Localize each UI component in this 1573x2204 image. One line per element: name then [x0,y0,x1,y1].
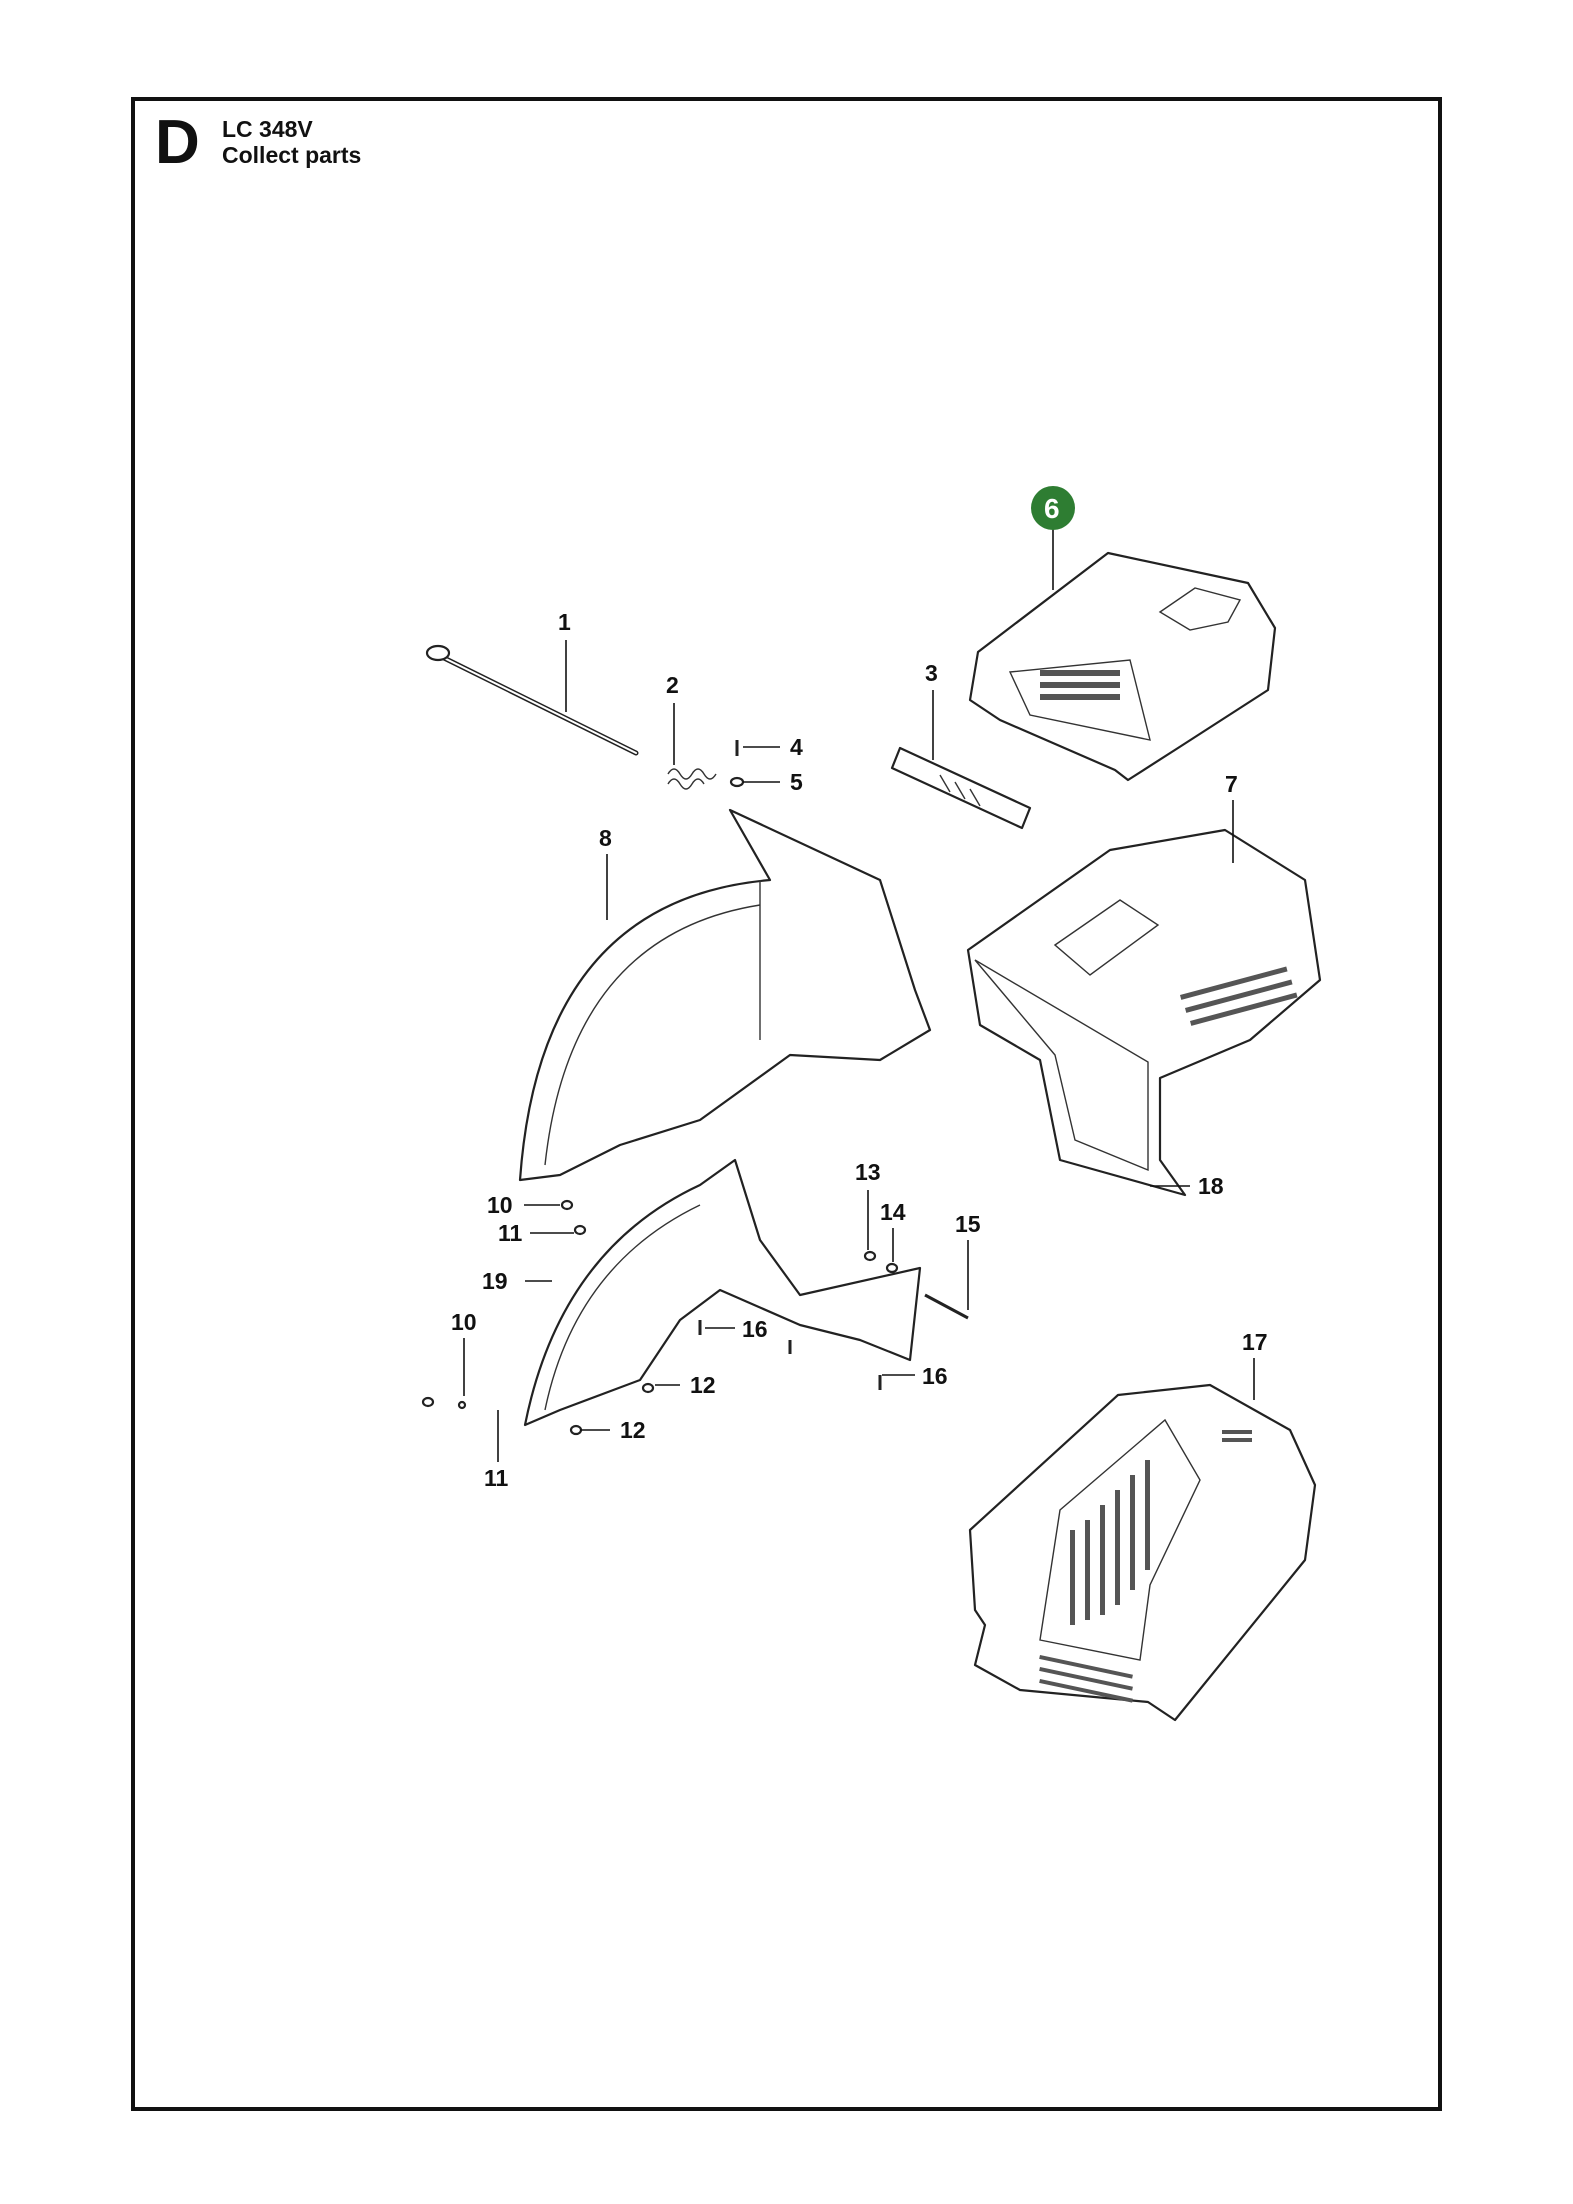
highlight-badge [1031,486,1075,530]
part-handle-grip [890,746,1032,830]
page-title: Collect parts [222,142,362,168]
part-rod [425,644,639,756]
part-lower-chute [523,1158,922,1427]
callout-16-right: 16 [922,1363,948,1389]
callout-6: 6 [1044,493,1060,524]
model-name: LC 348V [222,116,313,142]
callout-10-upper: 10 [487,1192,513,1218]
callout-12-upper: 12 [690,1372,716,1398]
section-letter: D [155,108,200,177]
part-screw-washer [729,740,745,788]
callout-19: 19 [482,1268,508,1294]
callout-15: 15 [955,1211,981,1237]
callout-11-lower: 11 [484,1465,509,1491]
callout-5: 5 [790,769,803,795]
callout-17: 17 [1242,1329,1268,1355]
callout-14: 14 [880,1199,906,1225]
callout-4: 4 [790,734,803,760]
part-collector-frame [966,828,1322,1197]
leader-lines [463,528,1255,1462]
callout-8: 8 [599,825,612,851]
callout-12-lower: 12 [620,1417,646,1443]
callout-11-upper: 11 [498,1220,523,1246]
part-upper-chute [518,808,932,1182]
callout-7: 7 [1225,771,1238,797]
callout-3: 3 [925,660,938,686]
callout-10-lower: 10 [451,1309,477,1335]
callout-labels: 1 2 3 4 5 6 7 8 10 10 11 11 12 12 13 14 … [451,493,1268,1491]
callout-13: 13 [855,1159,881,1185]
callout-16-left: 16 [742,1316,768,1342]
part-collector-basket [968,1383,1317,1722]
callout-1: 1 [558,609,571,635]
part-spring [667,768,717,790]
part-hardware [421,1199,969,1436]
callout-18: 18 [1198,1173,1224,1199]
part-top-cover [968,551,1277,782]
callout-2: 2 [666,672,679,698]
page-frame [131,97,1442,2111]
